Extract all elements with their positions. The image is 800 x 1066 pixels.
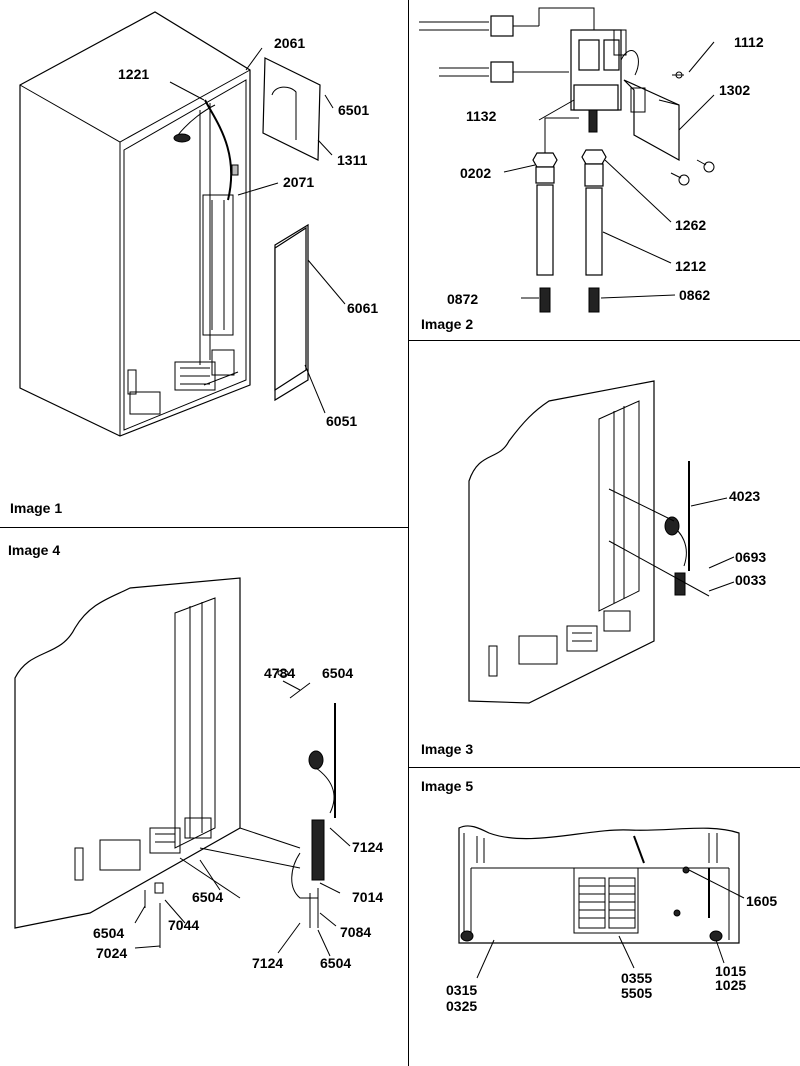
label-0355: 0355 (621, 970, 652, 986)
divider-image1-image4 (0, 527, 408, 528)
image5-bottom-base-view: 1605 0315 0325 0355 5505 1015 1025 (446, 825, 777, 1014)
label-2071: 2071 (283, 174, 314, 190)
label-1262: 1262 (675, 217, 706, 233)
label-5505: 5505 (621, 985, 652, 1001)
image3-title: Image 3 (421, 741, 474, 757)
image4-cabinet (14, 577, 241, 929)
label-1311: 1311 (337, 152, 368, 168)
image4-clip-7044 (154, 882, 164, 894)
label-7124-right: 7124 (352, 839, 383, 855)
image2-nut-1262 (581, 149, 607, 165)
image1-title: Image 1 (10, 500, 63, 516)
image5-grille-0355 (573, 867, 639, 934)
image2-valve-1132 (570, 29, 639, 133)
label-6504-mid: 6504 (192, 889, 223, 905)
image2-tube-1212 (585, 187, 603, 276)
image2-bracket-1302 (623, 79, 680, 162)
image4-water-line-detail: 4784 6504 7124 6504 7014 7044 7084 6504 … (14, 577, 383, 971)
image4-title: Image 4 (8, 542, 61, 558)
label-7044: 7044 (168, 917, 199, 933)
image3-cabinet (468, 380, 655, 704)
label-0033: 0033 (735, 572, 766, 588)
image4-filter-7014 (311, 819, 325, 881)
label-1112: 1112 (734, 34, 764, 50)
label-1302: 1302 (719, 82, 750, 98)
label-0202: 0202 (460, 165, 491, 181)
label-2061: 2061 (274, 35, 305, 51)
label-4784: 4784 (264, 665, 295, 681)
label-1221: 1221 (118, 66, 149, 82)
label-0325: 0325 (446, 998, 477, 1014)
label-0315: 0315 (446, 982, 477, 998)
image1-panel-6051 (274, 226, 307, 392)
image3-water-line-4023 (664, 461, 690, 596)
label-6051: 6051 (326, 413, 357, 429)
image2-insert-0862 (588, 287, 600, 313)
label-6061: 6061 (347, 300, 378, 316)
image2-title: Image 2 (421, 316, 474, 332)
label-7124-bottom: 7124 (252, 955, 283, 971)
label-7084: 7084 (340, 924, 371, 940)
label-6504-bottom: 6504 (320, 955, 351, 971)
label-1132: 1132 (466, 108, 497, 124)
image4-water-line (277, 669, 336, 928)
image2-tube-left (536, 184, 554, 276)
image5-title: Image 5 (421, 778, 474, 794)
image2-connectors (419, 7, 595, 83)
divider-image2-image3 (408, 340, 800, 341)
label-7024: 7024 (96, 945, 127, 961)
label-6504-left: 6504 (93, 925, 124, 941)
image1-cover-1311 (262, 57, 321, 161)
image5-roller-right (709, 930, 723, 942)
label-0693: 0693 (735, 549, 766, 565)
image2-screws (670, 71, 715, 186)
label-1605: 1605 (746, 893, 777, 909)
image2-nut-0202 (532, 152, 558, 168)
label-7014: 7014 (352, 889, 383, 905)
label-4023: 4023 (729, 488, 760, 504)
image1-cabinet (19, 11, 251, 437)
image5-leveler-left (460, 930, 474, 942)
divider-image3-image5 (408, 767, 800, 768)
label-6504-top: 6504 (322, 665, 353, 681)
image2-water-valve-assembly: 1112 1302 1132 0202 1262 1212 0872 0862 (419, 7, 764, 313)
image3-water-line-routing: 4023 0693 0033 (468, 380, 766, 704)
label-1015: 1015 (715, 963, 746, 979)
vertical-divider (408, 0, 409, 1066)
label-0872: 0872 (447, 291, 478, 307)
label-1212: 1212 (675, 258, 706, 274)
image1-refrigerator-back-view: 2061 1221 6501 1311 2071 6061 6051 (19, 11, 378, 437)
label-1025: 1025 (715, 977, 746, 993)
image2-insert-0872 (539, 287, 551, 313)
label-0862: 0862 (679, 287, 710, 303)
image5-base-pan (458, 825, 740, 944)
label-6501: 6501 (338, 102, 369, 118)
